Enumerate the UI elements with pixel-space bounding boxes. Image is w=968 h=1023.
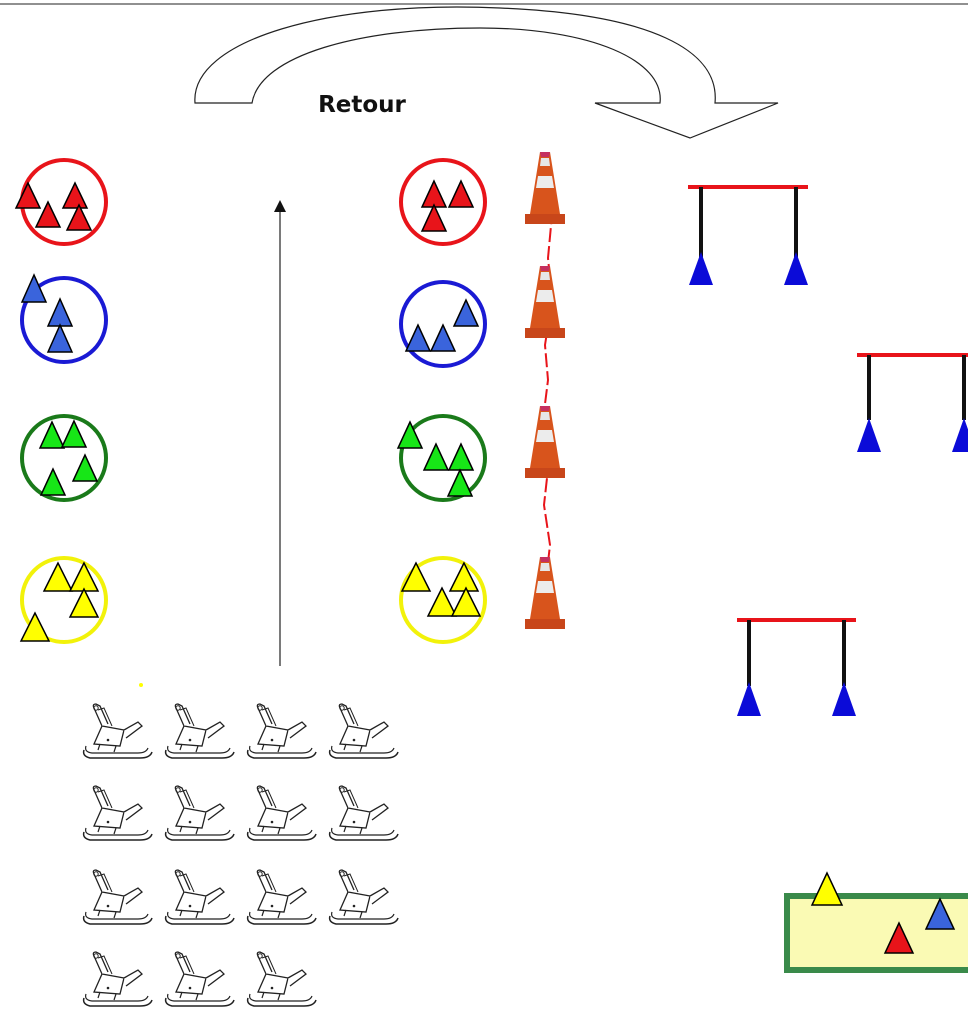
end-ring-green	[396, 414, 487, 502]
sled-icon	[82, 951, 153, 1007]
sled-icon	[164, 785, 235, 841]
end-ring-yellow	[399, 556, 487, 644]
sled-icon	[246, 869, 317, 925]
cone-connector-line	[541, 174, 554, 581]
traffic-cone-icon	[525, 406, 565, 478]
traffic-cone-icon	[525, 152, 565, 224]
start-ring-red	[14, 158, 108, 246]
straight-up-arrow-icon	[274, 200, 286, 666]
sled-icon	[246, 703, 317, 759]
sled-icon	[328, 703, 399, 759]
sled-icon	[246, 951, 317, 1007]
sled-icon	[82, 785, 153, 841]
traffic-cone-icon	[525, 266, 565, 338]
end-ring-red	[399, 158, 487, 246]
end-ring-blue	[399, 280, 487, 368]
hurdle-icon	[688, 185, 808, 285]
sled-group	[82, 703, 399, 1007]
start-ring-yellow	[19, 556, 108, 644]
curved-return-arrow-icon	[194, 6, 779, 139]
sled-icon	[164, 869, 235, 925]
sled-icon	[164, 951, 235, 1007]
sled-icon	[164, 703, 235, 759]
sled-icon	[328, 869, 399, 925]
start-ring-green	[20, 414, 108, 502]
traffic-cone-icon	[525, 557, 565, 629]
hurdle-icon	[737, 618, 856, 716]
landing-zone	[784, 871, 968, 973]
hurdle-icon	[857, 353, 968, 452]
sled-icon	[328, 785, 399, 841]
return-label: Retour	[318, 92, 406, 118]
sled-icon	[246, 785, 317, 841]
sled-icon	[82, 703, 153, 759]
start-ring-blue	[20, 273, 108, 364]
marker-dot	[139, 683, 143, 687]
sled-icon	[82, 869, 153, 925]
